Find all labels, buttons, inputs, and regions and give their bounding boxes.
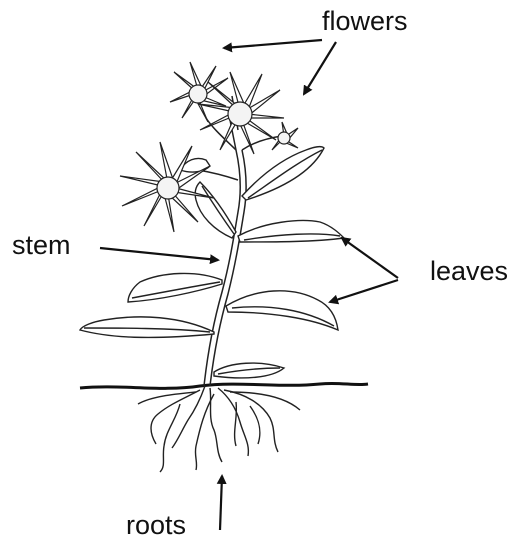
arrow-leaves-up: [342, 238, 398, 278]
ground-line: [80, 383, 368, 388]
label-stem: stem: [12, 232, 71, 259]
arrow-leaves-down: [330, 280, 398, 302]
arrow-roots: [220, 476, 222, 530]
leaves-drawing: [80, 147, 344, 378]
arrow-flowers-left: [224, 40, 322, 48]
arrow-flowers-down: [304, 42, 336, 94]
label-roots: roots: [126, 512, 186, 539]
arrow-stem: [100, 248, 218, 260]
label-flowers: flowers: [322, 8, 408, 35]
label-leaves: leaves: [430, 258, 508, 285]
roots-drawing: [138, 386, 300, 472]
